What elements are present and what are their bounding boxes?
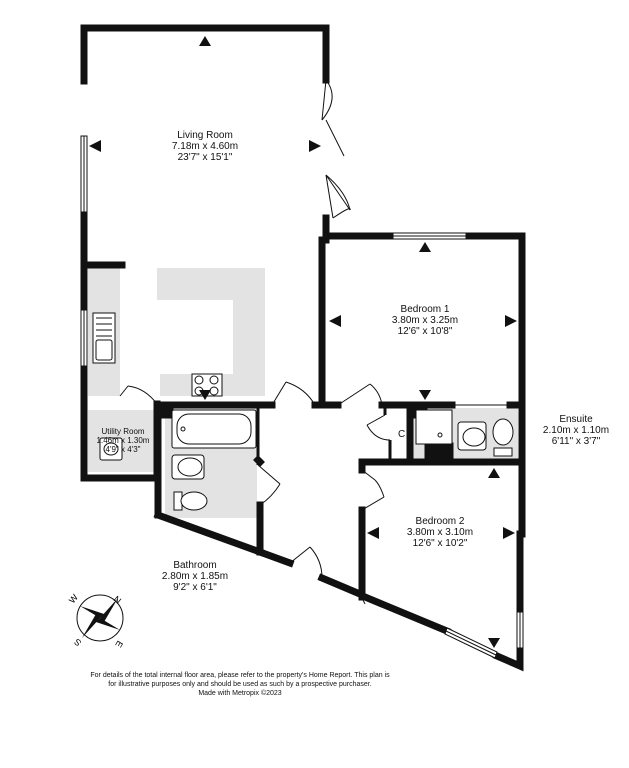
- room-name: Bedroom 1: [400, 304, 450, 315]
- bedroom-2-label: Bedroom 2 3.80m x 3.10m 12'6" x 10'2": [385, 516, 495, 550]
- windows: [80, 135, 524, 659]
- room-name: Utility Room: [101, 427, 145, 436]
- footer-line-1: For details of the total internal floor …: [90, 672, 390, 679]
- room-imperial: 12'6" x 10'2": [412, 538, 468, 550]
- room-metric: 3.80m x 3.25m: [391, 315, 459, 327]
- living-room-label: Living Room 7.18m x 4.60m 23'7" x 15'1": [150, 130, 260, 164]
- ensuite-label: Ensuite 2.10m x 1.10m 6'11" x 3'7": [528, 414, 624, 448]
- ensuite-toilet: [493, 447, 513, 457]
- footer-line-2: for illustrative purposes only and shoul…: [108, 680, 372, 688]
- footer-line-3: Made with Metropix ©2023: [198, 689, 282, 697]
- room-metric: 2.80m x 1.85m: [161, 571, 229, 583]
- closet-label: C: [398, 429, 406, 440]
- room-imperial: 12'6" x 10'8": [397, 326, 453, 338]
- room-metric: 3.80m x 3.10m: [406, 527, 474, 539]
- walls: [80, 24, 526, 672]
- compass-e: E: [113, 639, 125, 649]
- room-metric: 2.10m x 1.10m: [542, 425, 610, 437]
- room-imperial: 9'2" x 6'1": [173, 582, 217, 594]
- compass-n: N: [112, 594, 123, 606]
- dimension-arrows: [89, 36, 517, 648]
- room-imperial: 23'7" x 15'1": [177, 152, 233, 164]
- room-imperial: 6'11" x 3'7": [551, 436, 601, 448]
- bathroom-label: Bathroom 2.80m x 1.85m 9'2" x 6'1": [140, 560, 250, 594]
- ensuite-shower: [415, 409, 453, 445]
- room-metric: 7.18m x 4.60m: [171, 141, 239, 153]
- compass-s: S: [72, 637, 83, 649]
- room-name: Bedroom 2: [415, 516, 465, 527]
- room-imperial: 4'9" x 4'3": [105, 444, 141, 454]
- bedroom-1-label: Bedroom 1 3.80m x 3.25m 12'6" x 10'8": [370, 304, 480, 338]
- room-name: Living Room: [177, 130, 233, 141]
- fixtures: [92, 312, 514, 511]
- room-metric: 1.46m x 1.30m: [96, 435, 150, 445]
- compass-rose: N E S W: [67, 592, 125, 649]
- room-name: Bathroom: [173, 560, 217, 571]
- room-name: Ensuite: [559, 414, 593, 425]
- doors: [119, 79, 510, 605]
- footer-disclaimer: For details of the total internal floor …: [40, 672, 440, 698]
- utility-room-label: Utility Room 1.46m x 1.30m 4'9" x 4'3": [88, 427, 158, 455]
- compass-w: W: [67, 592, 80, 605]
